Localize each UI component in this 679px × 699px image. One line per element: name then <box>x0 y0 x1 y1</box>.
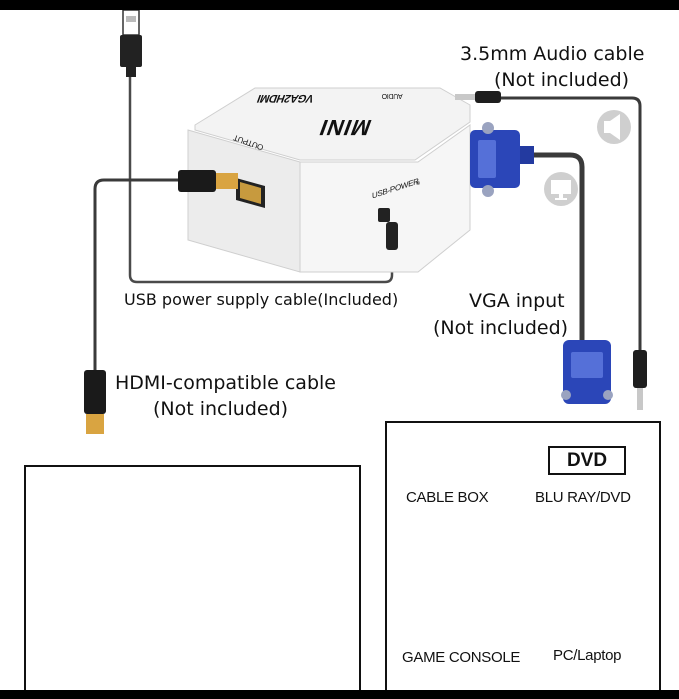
hdmi-cable-note: (Not included) <box>153 398 289 420</box>
hdmi-plug-device <box>178 170 238 192</box>
game-console-label: GAME CONSOLE <box>402 649 521 666</box>
dvd-badge: DVD <box>548 446 626 475</box>
device-audio-label: AUDIO <box>382 92 403 99</box>
usb-micro-plug <box>386 222 398 250</box>
audio-jack-bottom <box>633 350 647 410</box>
usb-cable-label: USB power supply cable(Included) <box>124 290 399 309</box>
vga-input-label: VGA input <box>469 290 565 312</box>
audio-cable-note: (Not included) <box>494 69 630 91</box>
usb-plug <box>120 10 142 77</box>
audio-cable-label: 3.5mm Audio cable <box>460 43 645 65</box>
converter-device <box>187 87 471 273</box>
vga-input-note: (Not included) <box>433 317 569 339</box>
hdmi-plug-end <box>84 370 106 434</box>
vga-connector-bottom <box>561 340 613 404</box>
display-devices-panel <box>24 465 361 690</box>
hdmi-cable-label: HDMI-compatible cable <box>115 372 336 394</box>
audio-jack-top <box>455 91 501 103</box>
monitor-icon <box>544 172 578 206</box>
audio-cable <box>498 96 642 355</box>
device-top-label: MINI <box>315 115 375 140</box>
speaker-icon <box>597 110 631 144</box>
hdmi-cable <box>93 178 190 375</box>
vga-connector-top <box>470 122 534 197</box>
vga-cable <box>520 152 585 345</box>
pc-label: PC/Laptop <box>553 647 622 664</box>
source-devices-panel <box>385 421 661 690</box>
product-diagram: VGA2HDMI MINI AUDIO OUTPUT USB-POWER 3.5… <box>0 10 679 690</box>
blu-ray-label: BLU RAY/DVD <box>535 489 631 506</box>
cable-box-label: CABLE BOX <box>406 489 489 506</box>
device-model-label: VGA2HDMI <box>255 92 316 104</box>
usb-cable <box>128 75 394 284</box>
